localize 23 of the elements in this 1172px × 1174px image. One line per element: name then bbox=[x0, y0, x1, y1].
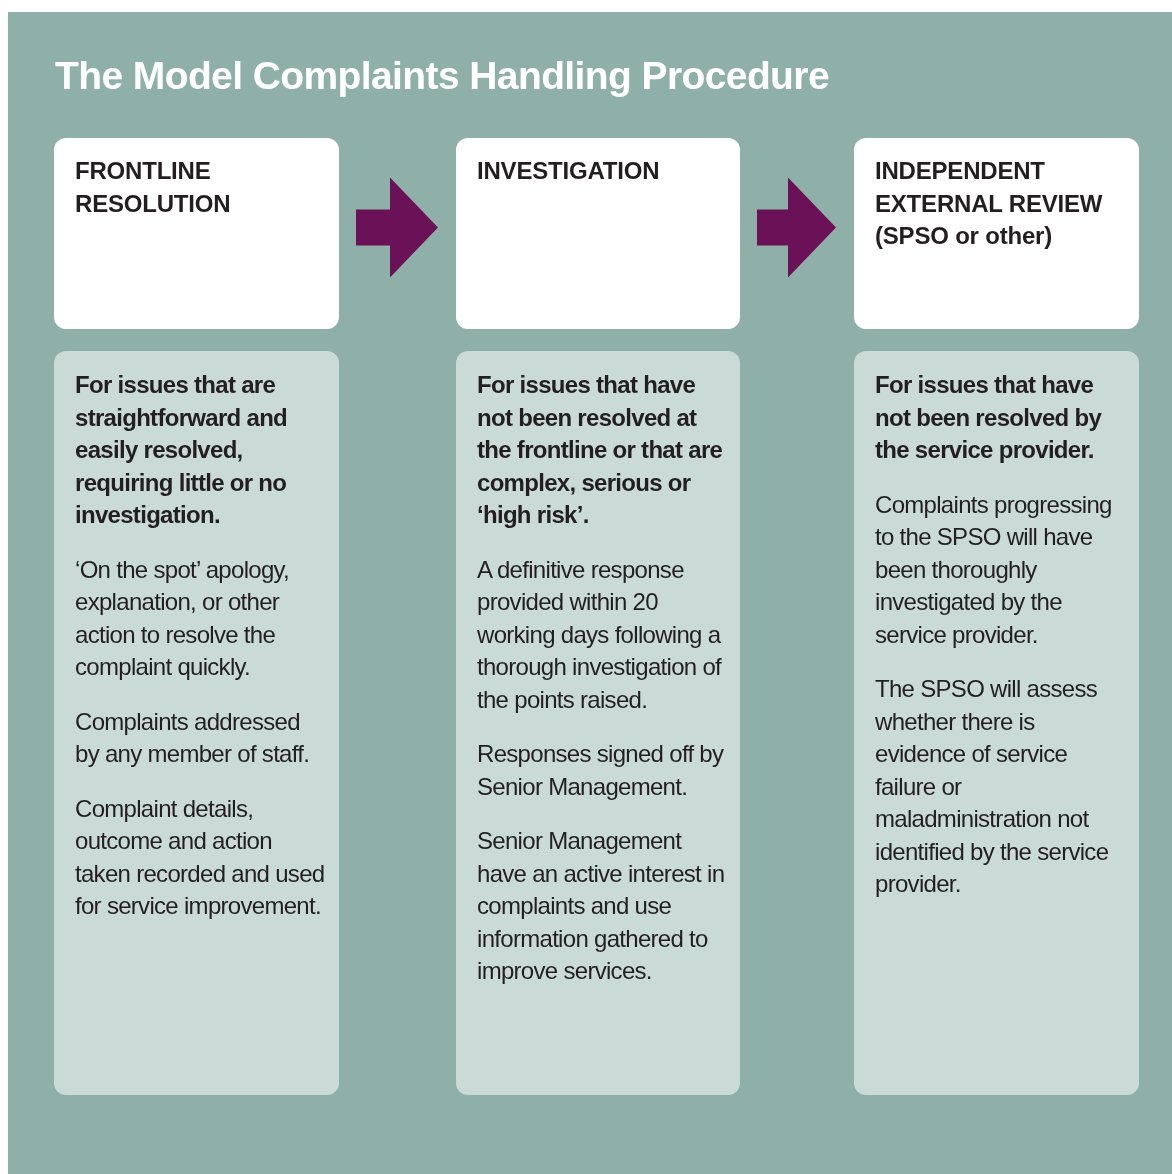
description-text: Complaints addressed by any member of staff. bbox=[75, 706, 311, 769]
title: The Model Complaints Handling Procedure bbox=[55, 54, 829, 98]
stage-header-box bbox=[456, 138, 740, 329]
block-arrow bbox=[356, 177, 438, 278]
scope-text: For issues that are straightforward and easily resolved, requiring little or no investigation. bbox=[75, 370, 289, 530]
block-arrow bbox=[757, 177, 836, 278]
stage-description-box bbox=[854, 351, 1139, 1095]
description-text: Senior Management have an active interest in complaints and use information gathered to improve services. bbox=[477, 826, 726, 986]
stage-title: INDEPENDENT EXTERNAL REVIEW (SPSO or other) bbox=[875, 156, 1104, 251]
description-text: Responses signed off by Senior Management. bbox=[477, 739, 725, 802]
stage-description-box bbox=[54, 351, 339, 1095]
stage-title: INVESTIGATION bbox=[477, 156, 661, 186]
stage-description-box bbox=[456, 351, 740, 1095]
stage-title: FRONTLINE RESOLUTION bbox=[75, 156, 232, 219]
description-text: Complaint details, outcome and action taken recorded and used for service improvement. bbox=[75, 793, 325, 921]
scope-text: For issues that have not been resolved by the service provider. bbox=[875, 370, 1103, 465]
description-text: Complaints progressing to the SPSO will have been thoroughly investigated by the service provider. bbox=[875, 489, 1113, 650]
description-text: ‘On the spot’ apology, explanation, or other action to resolve the complaint quickly. bbox=[75, 554, 291, 682]
stage-header-box bbox=[854, 138, 1139, 329]
description-text: A definitive response provided within 20 working days following a thorough investigation of the points raised. bbox=[477, 554, 723, 715]
stage-header-box bbox=[54, 138, 339, 329]
description-text: The SPSO will assess whether there is evidence of service failure or maladministration not identified by the service provider. bbox=[875, 674, 1110, 899]
scope-text: For issues that have not been resolved at the frontline or that are complex, serious or ‘high risk’. bbox=[477, 370, 724, 530]
